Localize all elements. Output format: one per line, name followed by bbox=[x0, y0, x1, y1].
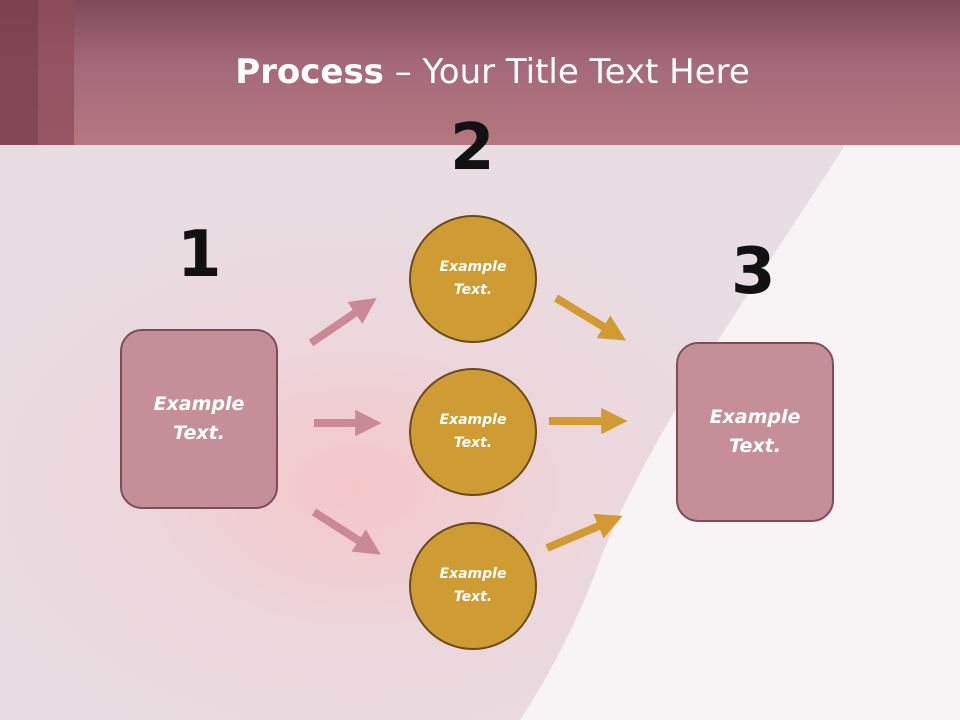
slide-title: Process – Your Title Text Here bbox=[0, 52, 960, 92]
title-bar: Process – Your Title Text Here bbox=[0, 0, 960, 145]
circle-text: Example Text. bbox=[439, 259, 507, 298]
arrow-bottom-to-right bbox=[545, 514, 623, 552]
title-bold: Process bbox=[235, 52, 384, 92]
arrow-top-to-right bbox=[553, 294, 627, 341]
step-number-2: 2 bbox=[450, 111, 495, 185]
process-circle-bottom[interactable]: Example Text. bbox=[409, 522, 537, 650]
right-process-box[interactable]: Example Text. bbox=[676, 342, 834, 522]
header-accent-band bbox=[38, 0, 74, 145]
process-circle-top[interactable]: Example Text. bbox=[409, 215, 537, 343]
step-number-1: 1 bbox=[177, 218, 222, 292]
step-number-3: 3 bbox=[731, 235, 776, 309]
circle-text: Example Text. bbox=[439, 566, 507, 605]
right-box-text: Example Text. bbox=[709, 406, 801, 457]
title-rest: – Your Title Text Here bbox=[383, 52, 750, 92]
arrow-left-to-top bbox=[308, 298, 377, 347]
left-box-text: Example Text. bbox=[153, 393, 245, 444]
header-accent-band bbox=[0, 0, 38, 145]
process-circle-middle[interactable]: Example Text. bbox=[409, 368, 537, 496]
circle-text: Example Text. bbox=[439, 412, 507, 451]
left-process-box[interactable]: Example Text. bbox=[120, 329, 278, 509]
arrow-left-to-bottom bbox=[311, 508, 381, 555]
